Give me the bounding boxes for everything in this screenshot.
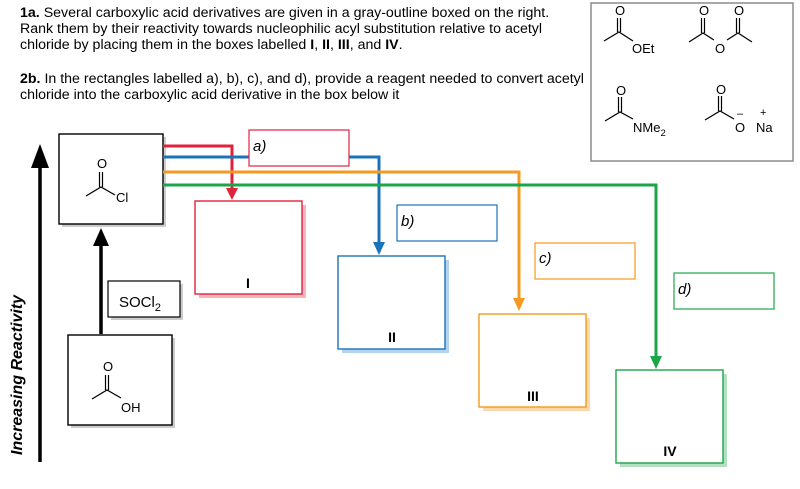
carbonyl-oxygen: O: [97, 156, 107, 171]
synthesis-arrow: [93, 228, 109, 334]
answer-box-2[interactable]: II: [337, 255, 449, 353]
negative-charge: –: [737, 108, 744, 120]
arrowhead-a: [226, 188, 238, 200]
axis-label: Increasing Reactivity: [9, 294, 26, 455]
amide-subscript: 2: [660, 128, 665, 139]
reference-compounds-box: O OEt O O O O NMe2 O O – Na +: [590, 2, 794, 162]
answer-box-3-outline[interactable]: [478, 313, 587, 408]
connector-lines: [163, 144, 658, 358]
reagent-box-d-outline[interactable]: [673, 272, 775, 310]
reagent-box-c-outline[interactable]: [534, 242, 636, 280]
connector-arrowheads: [226, 188, 662, 369]
arrowhead-d: [650, 356, 662, 369]
connector-c-line: [163, 170, 521, 300]
reagent-box-d[interactable]: d): [673, 272, 775, 310]
socl2-subscript: 2: [155, 302, 161, 314]
carbonyl-oxygen: O: [734, 3, 744, 18]
carbonyl-oxygen: O: [699, 3, 709, 18]
answer-label-1: I: [246, 275, 250, 291]
connector-b-line: [163, 155, 381, 244]
reagent-box-a[interactable]: a): [248, 129, 350, 167]
reactivity-axis: Increasing Reactivity: [9, 144, 49, 462]
carbonyl-oxygen: O: [615, 3, 625, 18]
carboxylate-oxygen: O: [735, 120, 745, 135]
counterion-label: Na: [756, 120, 773, 135]
acetyl-chloride-box: O Cl: [58, 133, 166, 227]
dimethylacetamide-structure: [604, 97, 634, 122]
reference-box-outline: [590, 2, 794, 162]
answer-box-4[interactable]: IV: [615, 369, 727, 467]
synthesis-arrowhead: [93, 228, 109, 246]
question-1a: 1a. Several carboxylic acid derivatives …: [20, 5, 585, 53]
label-ref-2: II: [322, 37, 330, 53]
connector-a-line: [163, 144, 234, 190]
separator: ,: [329, 37, 338, 53]
acetic-anhydride-structure: [688, 18, 753, 43]
reagent-box-a-outline[interactable]: [248, 129, 350, 167]
reagent-label-c: c): [539, 250, 552, 267]
separator: , and: [349, 37, 386, 53]
amide-group: NMe: [633, 120, 660, 135]
reactivity-axis-arrowhead: [31, 144, 49, 168]
carbonyl-oxygen: O: [716, 82, 726, 97]
acetic-acid-box: O OH: [67, 334, 175, 428]
answer-box-3[interactable]: III: [478, 313, 590, 411]
acetyl-chloride-box-outline: [58, 133, 164, 225]
socl2-reagent-box: SOCl2: [107, 280, 183, 320]
carbonyl-oxygen: O: [103, 359, 113, 374]
label-ref-4: IV: [385, 37, 399, 53]
answer-box-4-outline[interactable]: [615, 369, 724, 464]
reagent-label-d: d): [678, 281, 691, 298]
acetic-acid-structure: [91, 375, 122, 400]
separator: .: [398, 37, 403, 53]
arrowhead-c: [513, 298, 525, 311]
socl2-box-outline: [107, 280, 181, 318]
answer-box-1[interactable]: I: [194, 200, 306, 298]
carbonyl-oxygen: O: [616, 83, 626, 98]
question-1a-text: Several carboxylic acid derivatives are …: [20, 5, 550, 53]
anhydride-oxygen: O: [715, 41, 725, 56]
answer-box-2-outline[interactable]: [337, 255, 446, 350]
reagent-box-b-outline[interactable]: [396, 204, 498, 242]
reagent-label-b: b): [401, 213, 414, 230]
answer-box-1-outline[interactable]: [194, 200, 303, 295]
answer-label-3: III: [527, 388, 539, 404]
question-2b-number: 2b.: [20, 71, 41, 87]
answer-label-4: IV: [663, 443, 677, 459]
positive-charge: +: [760, 107, 766, 119]
question-2b-text: In the rectangles labelled a), b), c), a…: [20, 71, 584, 103]
answer-label-2: II: [388, 329, 396, 345]
reagent-box-c[interactable]: c): [534, 242, 636, 280]
question-2b: 2b. In the rectangles labelled a), b), c…: [20, 71, 585, 103]
amide-label: NMe2: [633, 120, 666, 139]
acetyl-chloride-structure: [85, 172, 116, 197]
sodium-acetate-structure: [704, 96, 735, 121]
separator: ,: [314, 37, 323, 53]
ethyl-acetate-structure: [603, 18, 634, 42]
label-ref-3: III: [337, 37, 350, 53]
socl2-label: SOCl2: [119, 294, 161, 314]
reagent-label-a: a): [253, 138, 266, 155]
connector-d-line: [163, 183, 658, 358]
acetic-acid-box-outline: [67, 334, 173, 426]
socl2-main: SOCl: [119, 294, 155, 311]
chloride-label: Cl: [116, 190, 128, 205]
arrowhead-b: [373, 242, 385, 255]
reagent-box-b[interactable]: b): [396, 204, 498, 242]
hydroxyl-label: OH: [121, 400, 141, 415]
ester-label: OEt: [632, 41, 655, 56]
label-ref-1: I: [310, 37, 315, 53]
question-1a-number: 1a.: [20, 5, 40, 21]
